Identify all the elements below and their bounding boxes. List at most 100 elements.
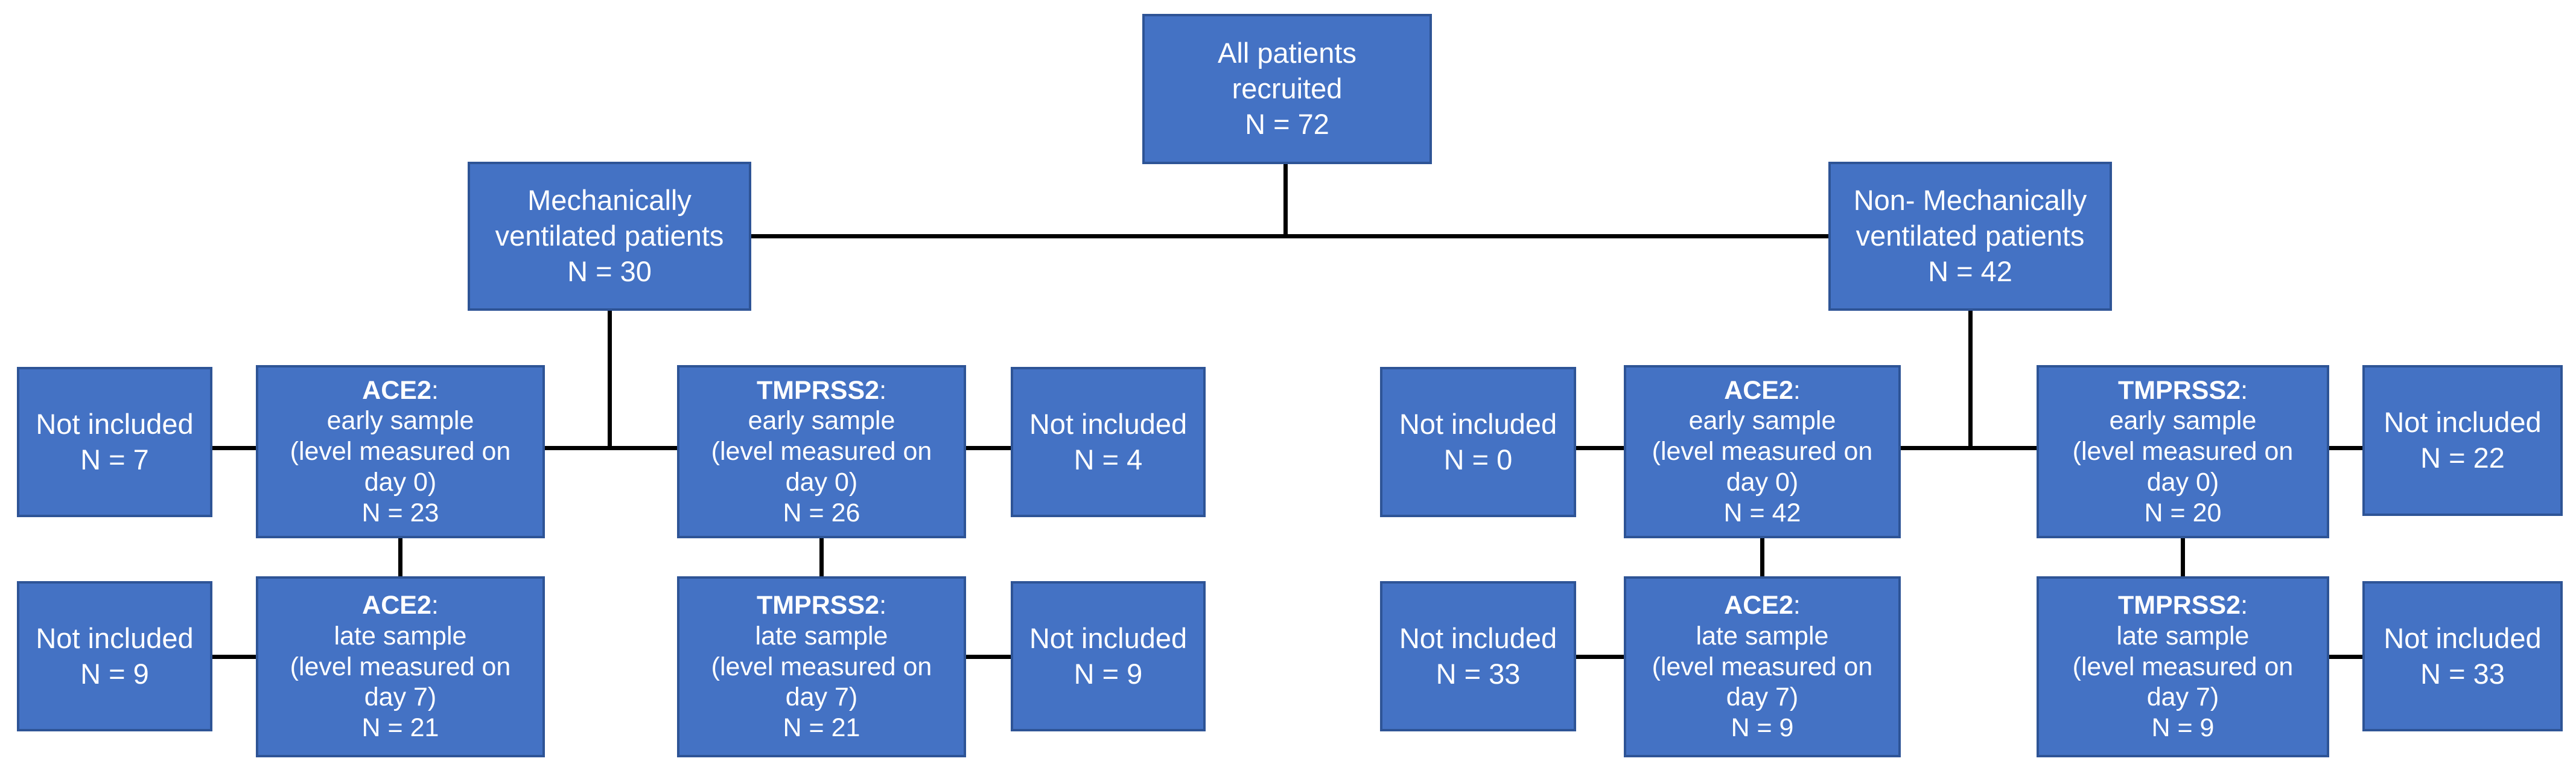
node-ace2-early-nmv: ACE2: early sample (level measured on da… [1624,365,1901,538]
connector-ace2-mv-vertical [398,538,402,576]
connector-row3-mv-middle [545,446,677,450]
node-count: N = 0 [1443,443,1513,476]
node-text-line: Not included [1399,407,1557,440]
node-not-included-nmv-late-left: Not included N = 33 [1380,581,1576,731]
node-text-line: day 7) [1726,682,1799,712]
node-text-line: (level measured on [1652,652,1873,681]
node-not-included-nmv-early-left: Not included N = 0 [1380,367,1576,517]
node-tmprss2-early-mv: TMPRSS2: early sample (level measured on… [677,365,966,538]
node-tmprss2-early-nmv: TMPRSS2: early sample (level measured on… [2037,365,2329,538]
node-text-line: ventilated patients [495,220,724,252]
node-all-patients: All patients recruited N = 72 [1142,14,1432,164]
node-text-line: day 0) [364,467,437,497]
node-mechanically-ventilated: Mechanically ventilated patients N = 30 [468,162,751,311]
node-text-line: day 7) [2146,682,2219,712]
node-gene-line: ACE2: [1724,591,1801,620]
node-non-mechanically-ventilated: Non- Mechanically ventilated patients N … [1828,162,2112,311]
node-text-line: Not included [36,622,194,654]
node-text-line: recruited [1232,72,1343,105]
node-text-line: Not included [1029,622,1188,654]
node-text-line: Non- Mechanically [1853,184,2087,217]
node-ace2-late-nmv: ACE2: late sample (level measured on day… [1624,576,1901,757]
node-text-line: late sample [1696,621,1829,651]
node-text-line: Not included [2384,406,2542,439]
node-text-line: (level measured on [290,437,511,466]
node-text-line: (level measured on [290,652,511,681]
node-text-line: (level measured on [1652,437,1873,466]
connector-row3-nmv-middle [1901,446,2037,450]
connector-row4-mv-right [966,655,1011,659]
node-count: N = 4 [1073,443,1143,476]
node-tmprss2-late-nmv: TMPRSS2: late sample (level measured on … [2037,576,2329,757]
node-text-line: (level measured on [711,652,932,681]
node-count: N = 33 [1436,657,1521,690]
node-not-included-mv-late-right: Not included N = 9 [1011,581,1206,731]
connector-row4-nmv-left [1576,655,1624,659]
node-count: N = 9 [2151,713,2215,743]
connector-mech-vertical [608,311,612,450]
node-text-line: day 0) [2146,467,2219,497]
node-ace2-early-mv: ACE2: early sample (level measured on da… [256,365,545,538]
connector-row3-nmv-left [1576,446,1624,450]
node-text-line: All patients [1218,37,1356,69]
node-count: N = 42 [1928,255,2012,287]
node-text-line: day 0) [785,467,858,497]
node-count: N = 9 [1731,713,1794,743]
node-count: N = 42 [1723,498,1801,527]
connector-row3-mv-right [966,446,1011,450]
connector-nonmech-vertical [1968,311,1973,450]
node-not-included-mv-late-left: Not included N = 9 [17,581,212,731]
node-count: N = 22 [2420,442,2505,474]
connector-row4-nmv-right [2329,655,2362,659]
node-gene-line: TMPRSS2: [756,375,887,405]
node-text-line: early sample [2109,406,2257,436]
node-count: N = 26 [783,498,860,527]
node-text-line: day 0) [1726,467,1799,497]
node-gene-line: TMPRSS2: [2117,591,2248,620]
node-count: N = 72 [1245,107,1329,140]
connector-top-vertical [1283,164,1288,238]
connector-tmprss2-nmv-vertical [2181,538,2185,576]
node-gene-line: TMPRSS2: [2117,375,2248,405]
node-text-line: Not included [2384,622,2542,654]
node-gene-line: ACE2: [362,375,439,405]
node-count: N = 21 [783,713,860,743]
node-text-line: day 7) [785,682,858,712]
node-text-line: (level measured on [711,437,932,466]
node-gene-line: ACE2: [1724,375,1801,405]
node-text-line: early sample [1688,406,1836,436]
node-count: N = 30 [567,255,652,287]
connector-row3-nmv-right [2329,446,2362,450]
node-text-line: late sample [334,621,467,651]
node-gene-line: ACE2: [362,591,439,620]
node-text-line: early sample [748,406,895,436]
connector-row4-mv-left [212,655,256,659]
node-ace2-late-mv: ACE2: late sample (level measured on day… [256,576,545,757]
node-not-included-nmv-early-right: Not included N = 22 [2362,365,2563,516]
node-text-line: late sample [755,621,888,651]
node-text-line: late sample [2116,621,2250,651]
node-count: N = 9 [80,657,149,690]
node-count: N = 7 [80,443,149,476]
node-not-included-nmv-late-right: Not included N = 33 [2362,581,2563,731]
node-count: N = 23 [361,498,439,527]
node-count: N = 21 [361,713,439,743]
node-count: N = 9 [1073,657,1143,690]
node-not-included-mv-early-left: Not included N = 7 [17,367,212,517]
node-count: N = 33 [2420,657,2505,690]
node-not-included-mv-early-right: Not included N = 4 [1011,367,1206,517]
node-tmprss2-late-mv: TMPRSS2: late sample (level measured on … [677,576,966,757]
connector-tmprss2-mv-vertical [819,538,824,576]
node-text-line: Not included [36,407,194,440]
node-text-line: Mechanically [527,184,692,217]
connector-ace2-nmv-vertical [1760,538,1764,576]
node-text-line: ventilated patients [1856,220,2085,252]
node-text-line: (level measured on [2072,437,2294,466]
node-text-line: day 7) [364,682,437,712]
node-gene-line: TMPRSS2: [756,591,887,620]
node-text-line: (level measured on [2072,652,2294,681]
connector-main-horizontal [751,234,1828,238]
node-text-line: Not included [1399,622,1557,654]
node-count: N = 20 [2144,498,2222,527]
